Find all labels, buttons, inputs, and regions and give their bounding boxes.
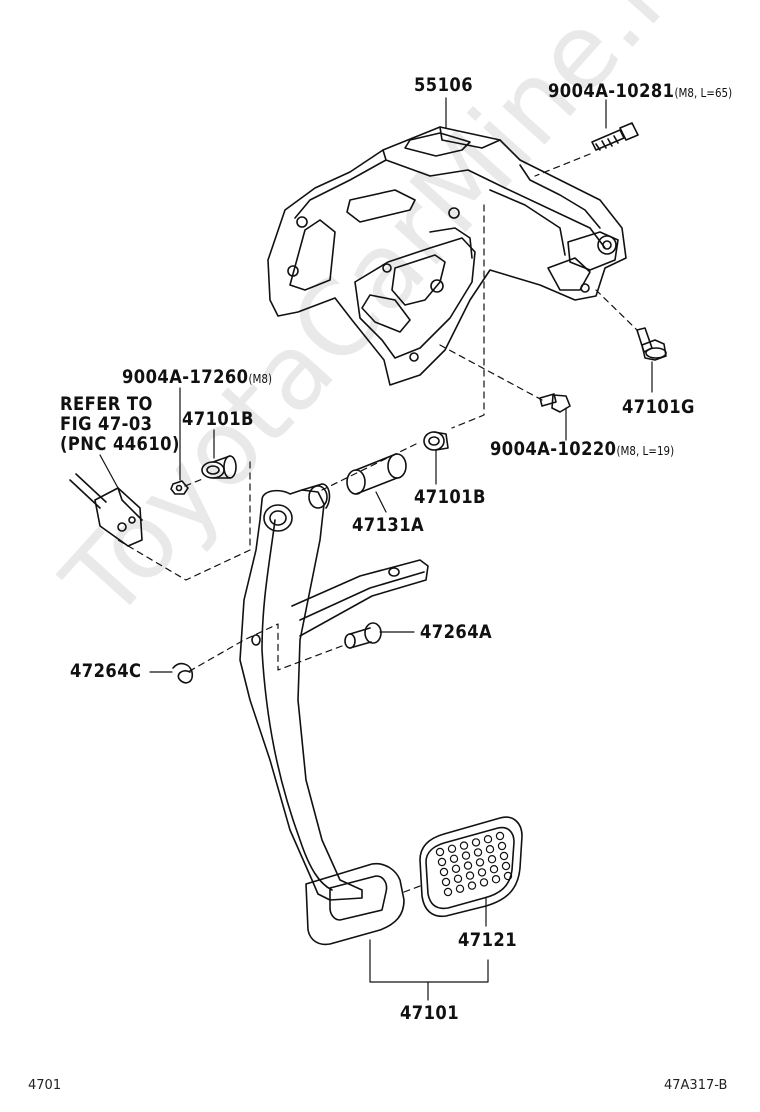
nut-number: 9004A-17260 [122,366,249,388]
dashed-assembly-lines [117,153,638,893]
pad-tread-dot [453,874,463,884]
clip-47264C [172,662,194,684]
bolt-top-spec: (M8, L=65) [674,86,733,100]
label-47121: 47121 [458,929,518,951]
bolt-47101G [636,327,667,361]
pad-tread-dot [449,854,459,864]
pad-tread-dot [497,841,507,851]
label-bolt-9004A-10220: 9004A-10220(M8, L=19) [490,438,674,460]
pad-tread-dot [475,858,485,867]
pad-tread-dot [487,855,497,864]
pad-tread-dot [479,878,489,887]
pedal-arm-47101 [239,483,429,946]
nut-spec: (M8) [248,372,273,386]
pad-tread-dot [499,851,509,861]
label-bolt-9004A-10281: 9004A-10281(M8, L=65) [548,80,732,102]
bolt-mid-number: 9004A-10220 [490,438,617,460]
label-47264A: 47264A [420,621,493,643]
pin-47264A [344,622,382,649]
pad-tread-dot [439,867,449,877]
bolt-9004A-10220 [539,393,571,413]
pad-tread-dot [485,845,495,854]
pad-tread-dot [483,835,493,844]
pad-tread-dot [465,871,475,880]
reference-note: REFER TO FIG 47-03 (PNC 44610) [60,394,180,454]
pad-tread-dot [451,864,461,874]
label-47101B-right: 47101B [414,486,486,508]
label-55106: 55106 [414,74,474,96]
pad-tread-dot [495,831,505,841]
reference-note-line3: (PNC 44610) [60,433,180,455]
label-47101G: 47101G [622,396,695,418]
nut-9004A-17260 [170,480,189,495]
pad-tread-dot [473,848,483,857]
collar-47131A [346,453,407,495]
pedal-pad-47121 [419,816,523,918]
reference-note-line2: FIG 47-03 [60,413,153,435]
label-47264C: 47264C [70,660,142,682]
pad-tread-dot [435,847,445,857]
pad-tread-dot [477,868,487,877]
figure-number: 4701 [28,1078,62,1093]
clevis-reference-part [69,473,143,547]
pad-tread-dot [437,857,447,867]
pad-tread-dot [467,881,477,890]
pad-tread-dot [503,871,513,881]
label-47101B-left: 47101B [182,408,254,430]
pad-tread-dot [471,838,481,847]
pad-tread-dot [491,875,501,884]
pad-tread-dot [461,851,471,860]
pedal-bracket-55106 [267,126,627,386]
pad-tread-dot [489,865,499,874]
pad-tread-dot [455,884,465,894]
label-47131A: 47131A [352,514,425,536]
pad-tread-dot [443,887,453,897]
pad-tread-dot [501,861,511,871]
pad-tread-dot [459,841,469,850]
pad-tread-dot [441,877,451,887]
bolt-mid-spec: (M8, L=19) [616,444,675,458]
illustration-id: 47A317-B [664,1078,728,1093]
label-47101: 47101 [400,1002,460,1024]
bolt-9004A-10281 [591,122,639,151]
reference-note-line1: REFER TO [60,393,153,415]
pad-tread-dot [463,861,473,870]
pad-tread-dot [447,844,457,854]
label-nut-9004A-17260: 9004A-17260(M8) [122,366,272,388]
bushing-47101B-right [423,431,449,451]
bushing-47101B-left [201,455,237,479]
leader-lines [99,97,653,1001]
bolt-top-number: 9004A-10281 [548,80,675,102]
